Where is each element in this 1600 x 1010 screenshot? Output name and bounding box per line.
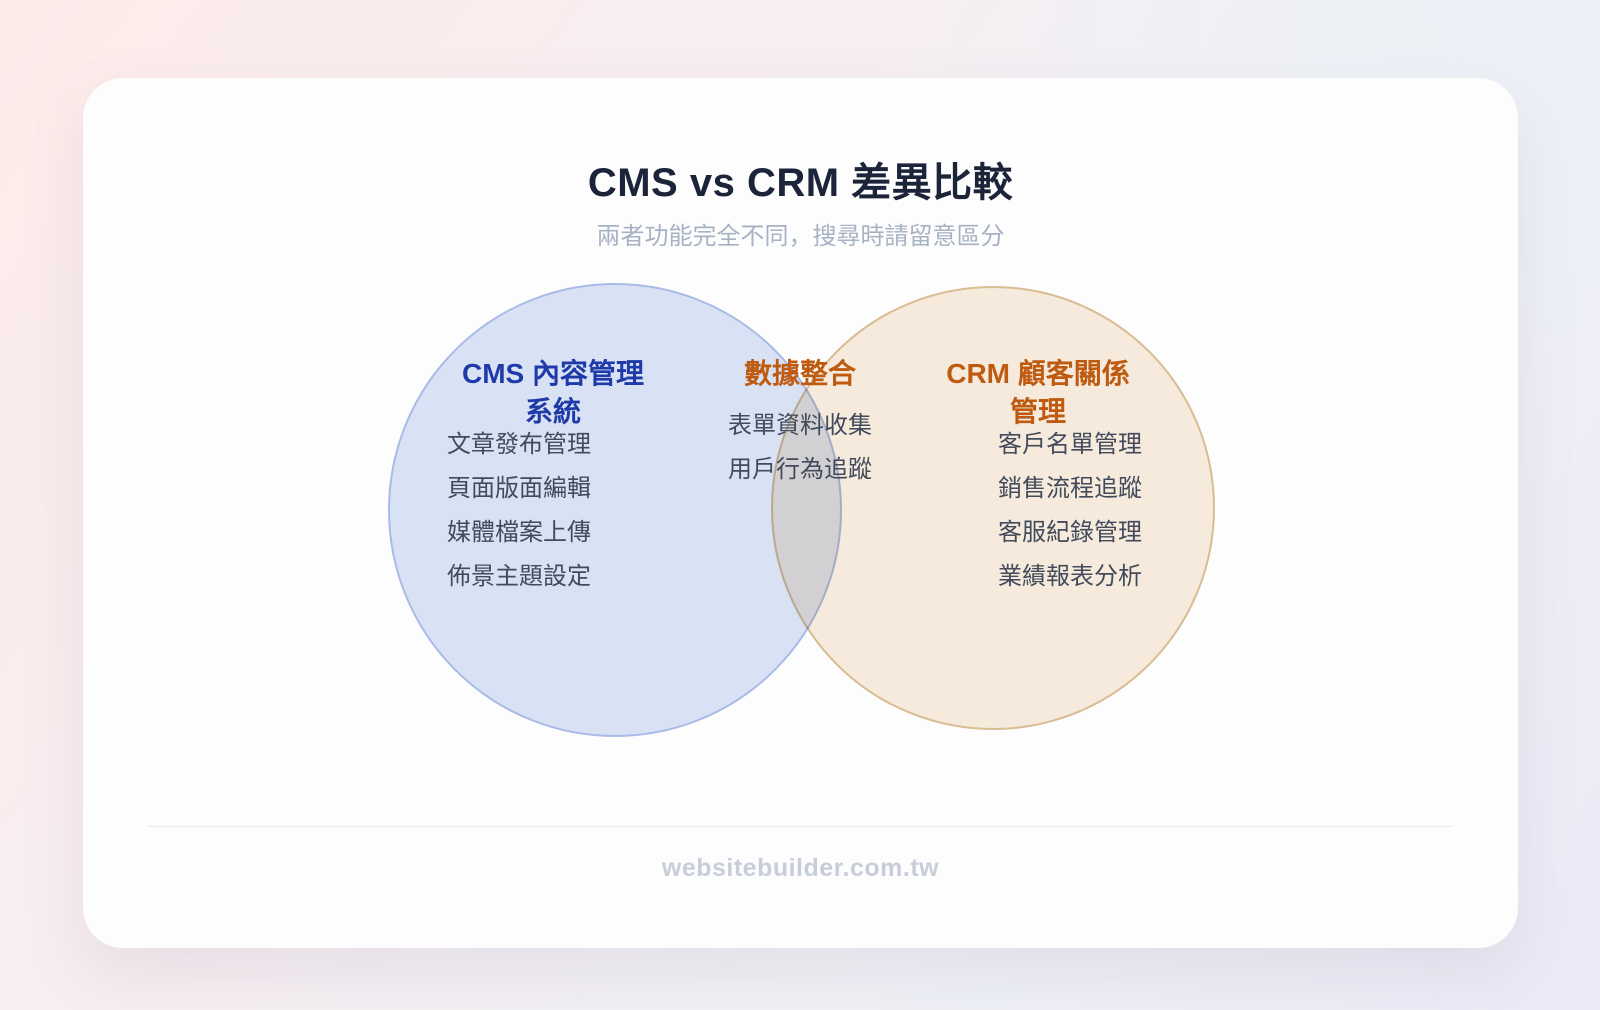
shared-feature-item: 表單資料收集 xyxy=(728,412,872,439)
footer-watermark: websitebuilder.com.tw xyxy=(661,854,940,882)
page-title: CMS vs CRM 差異比較 xyxy=(587,161,1014,205)
cms-feature-item: 文章發布管理 xyxy=(447,431,591,458)
crm-feature-list: 客戶名單管理 銷售流程追蹤 客服紀錄管理 業績報表分析 xyxy=(905,423,1235,599)
crm-circle xyxy=(771,286,1215,730)
crm-feature-item: 業績報表分析 xyxy=(998,563,1142,590)
shared-feature-item: 用戶行為追蹤 xyxy=(728,456,872,483)
crm-title-line1: CRM 顧客關係 xyxy=(946,358,1130,389)
crm-feature-item: 客戶名單管理 xyxy=(998,431,1142,458)
cms-circle xyxy=(388,283,842,737)
footer-divider xyxy=(148,826,1453,827)
infographic-card: CMS vs CRM 差異比較 兩者功能完全不同，搜尋時請留意區分 CMS 內容… xyxy=(83,78,1518,948)
crm-section-title: CRM 顧客關係 管理 xyxy=(873,355,1203,431)
cms-title-line2: 系統 xyxy=(524,396,581,427)
cms-feature-item: 媒體檔案上傳 xyxy=(447,519,591,546)
cms-feature-item: 頁面版面編輯 xyxy=(447,475,591,502)
cms-section-title: CMS 內容管理 系統 xyxy=(388,355,718,431)
venn-diagram: CMS 內容管理 系統 文章發布管理 頁面版面編輯 媒體檔案上傳 佈景主題設定 … xyxy=(83,78,1518,948)
shared-section-title: 數據整合 xyxy=(743,358,856,389)
crm-title-line2: 管理 xyxy=(1009,396,1066,427)
cms-title-line1: CMS 內容管理 xyxy=(461,358,644,389)
cms-feature-item: 佈景主題設定 xyxy=(447,563,591,590)
page-subtitle: 兩者功能完全不同，搜尋時請留意區分 xyxy=(596,223,1005,250)
cms-feature-list: 文章發布管理 頁面版面編輯 媒體檔案上傳 佈景主題設定 xyxy=(354,423,684,599)
shared-feature-list: 表單資料收集 用戶行為追蹤 xyxy=(635,404,965,492)
crm-feature-item: 客服紀錄管理 xyxy=(998,519,1142,546)
crm-feature-item: 銷售流程追蹤 xyxy=(998,475,1142,502)
